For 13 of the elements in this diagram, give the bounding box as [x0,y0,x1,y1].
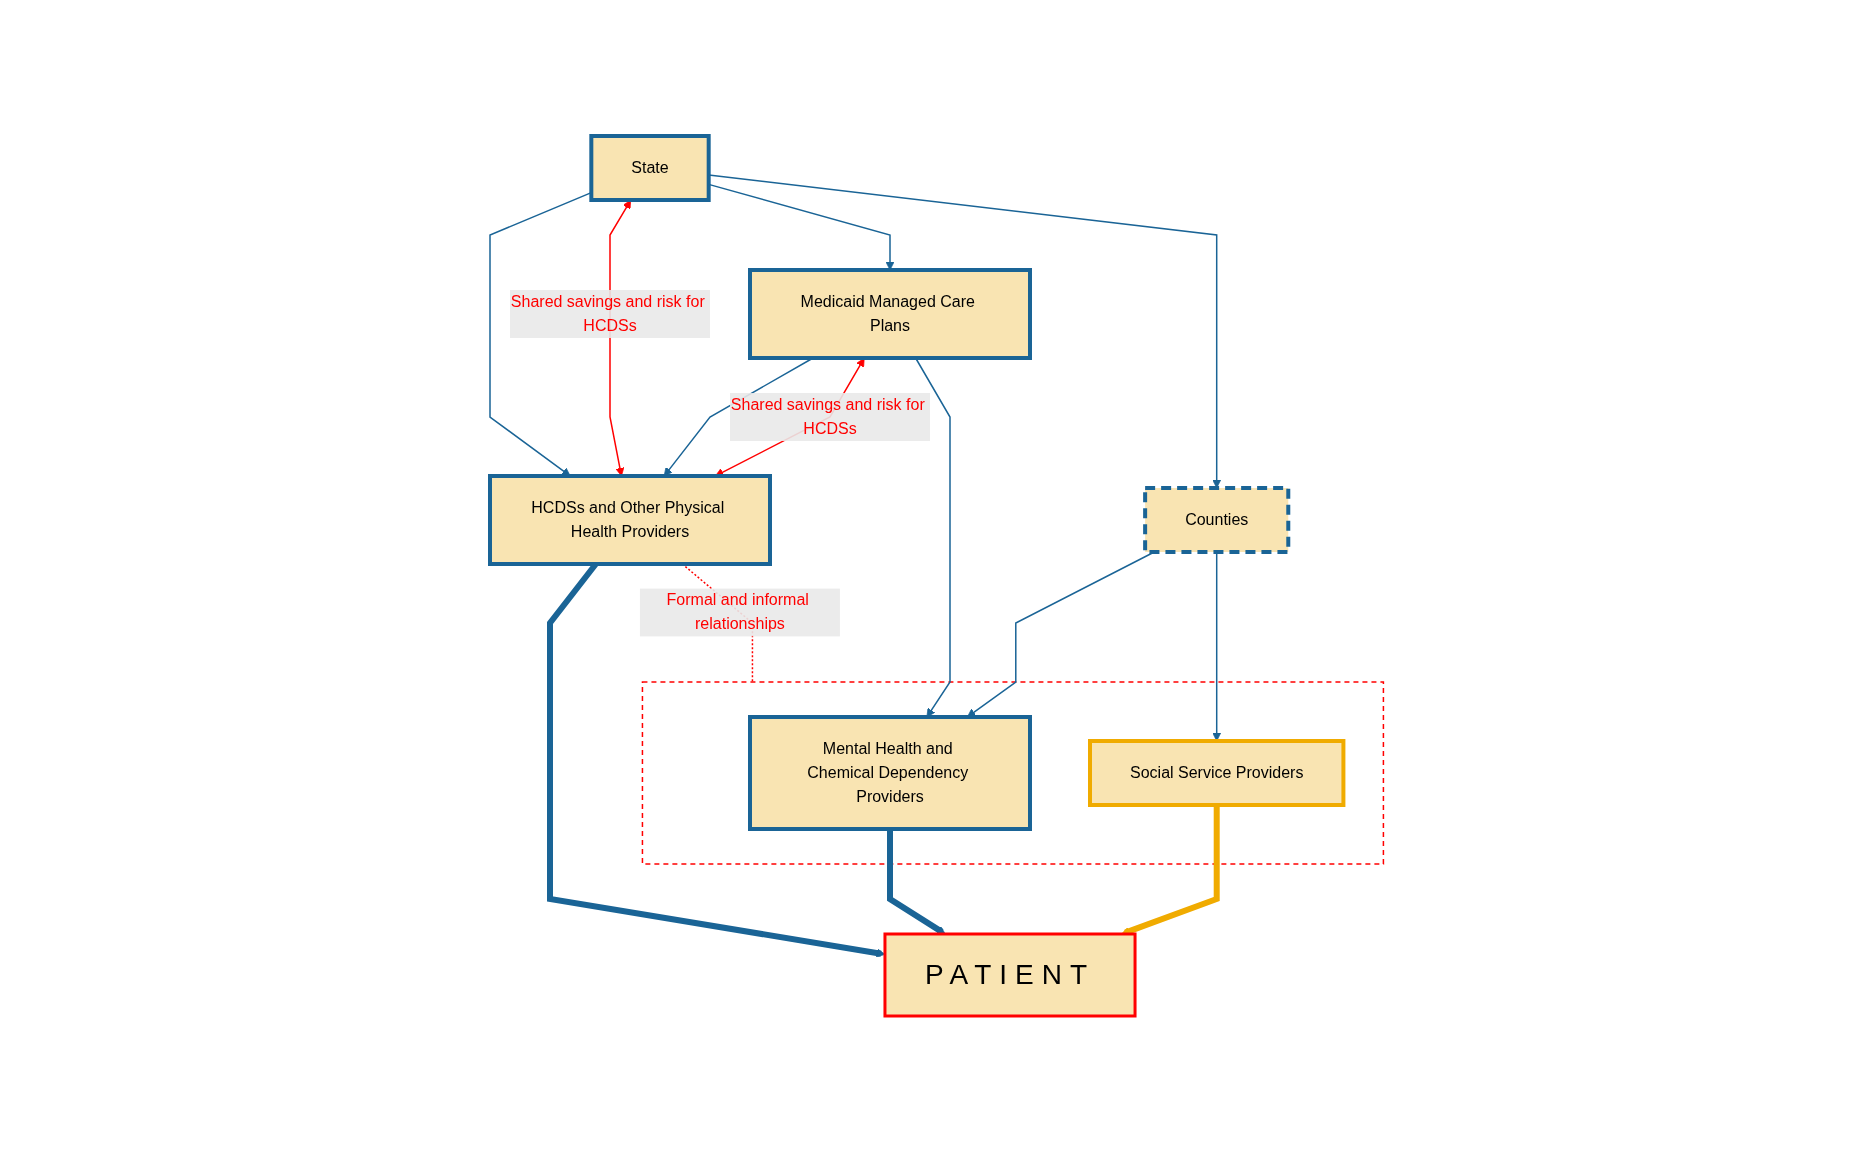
edge-label: Shared savings and risk for HCDSs [730,396,925,437]
node-box: HCDSs and Other Physical Health Providers [487,474,772,566]
edge-label: Shared savings and risk for HCDSs [510,293,705,334]
node-box: Medicaid Managed Care Plans [747,268,1032,360]
edge-label: Formal and informal relationships [666,591,809,633]
node-box: Social Service Providers [1087,739,1346,807]
node-box: Counties [1142,486,1291,554]
node-box: Mental Health and Chemical Dependency Providers [747,715,1032,831]
arrow [886,829,946,935]
node-box: PATIENT [883,932,1137,1018]
arrow [1120,805,1220,936]
node-box: State [589,134,711,202]
cluster [641,681,1384,865]
